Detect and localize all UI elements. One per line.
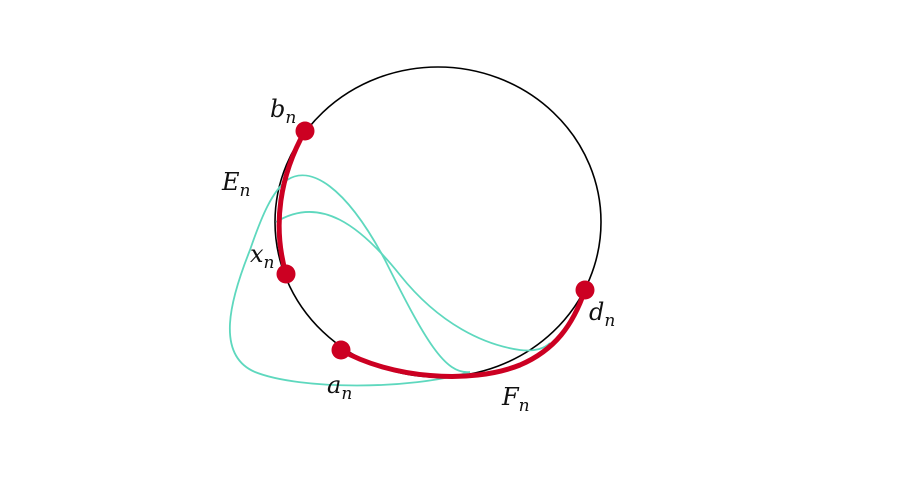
point-b	[295, 121, 315, 141]
label-b: bn	[270, 95, 296, 128]
arc-E	[276, 128, 308, 277]
teal-curve-outer	[228, 174, 471, 387]
label-E: En	[221, 168, 250, 201]
point-d	[575, 280, 595, 300]
point-a	[331, 340, 351, 360]
point-x	[276, 264, 296, 284]
teal-curve-inner	[275, 211, 551, 352]
main-circle	[274, 66, 602, 378]
label-F: Fn	[501, 383, 530, 416]
arc-F	[338, 287, 588, 379]
label-a: an	[327, 371, 352, 404]
label-d: dn	[589, 298, 615, 331]
label-x: xn	[250, 240, 275, 273]
